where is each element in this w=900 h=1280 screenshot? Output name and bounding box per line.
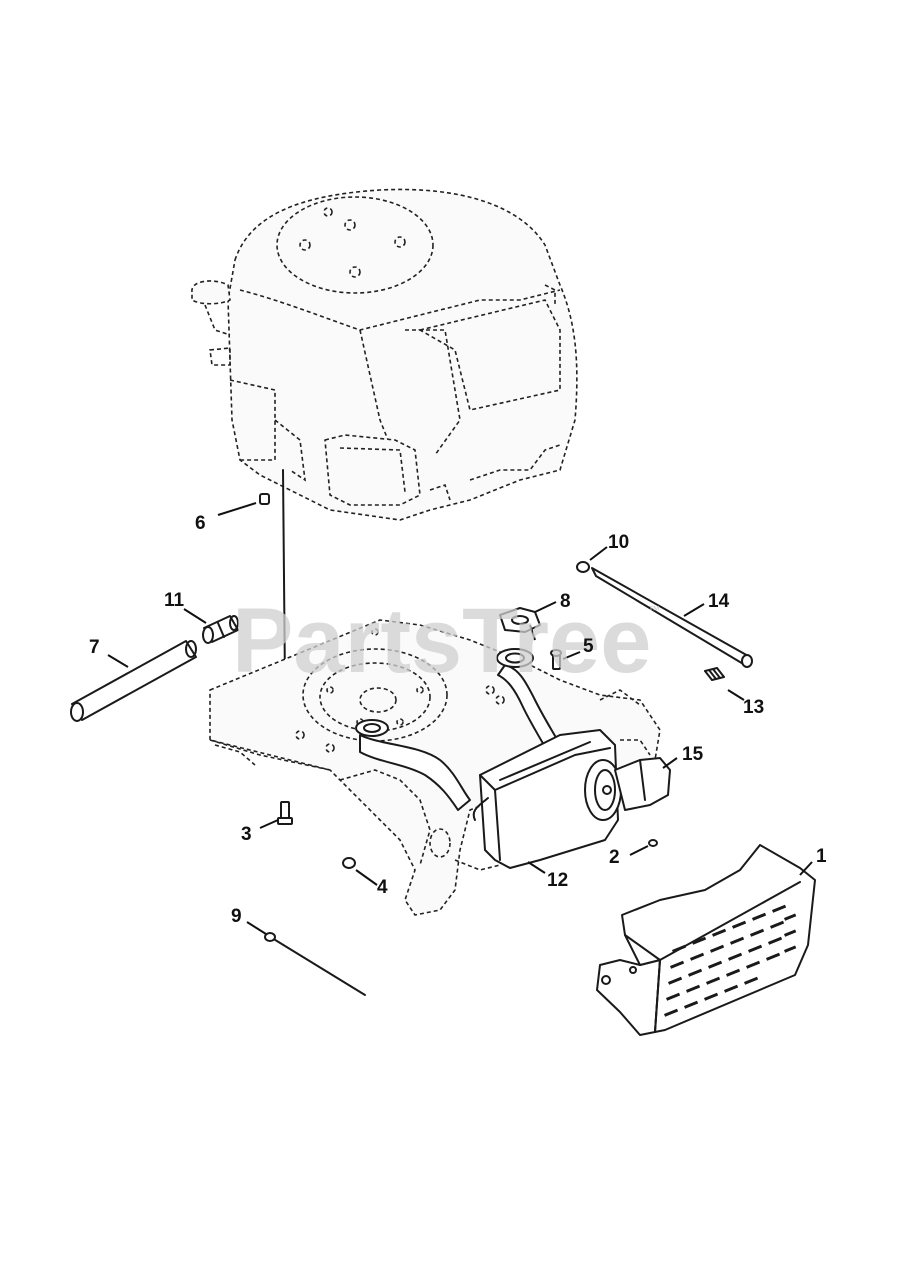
callout-15: 15 (682, 744, 704, 765)
callout-2: 2 (609, 847, 620, 868)
callout-1: 1 (816, 846, 827, 867)
bolt-3 (277, 801, 293, 825)
engine-outline (191, 188, 578, 521)
callout-7: 7 (89, 637, 100, 658)
muffler (472, 729, 619, 869)
muffler-guard (596, 844, 816, 1036)
hex-nut-6 (259, 493, 270, 505)
callout-8: 8 (560, 591, 571, 612)
leader-lines (107, 502, 813, 935)
cable-tie-9 (264, 932, 366, 996)
callout-labels: 6 10 14 11 7 8 5 13 15 3 4 12 2 1 9 (89, 513, 827, 927)
callout-12: 12 (547, 870, 568, 891)
rod-14 (591, 567, 753, 668)
watermark-trademark: ™ (648, 603, 660, 617)
dipstick-tube (282, 469, 286, 686)
partstree-watermark: PartsTree (232, 590, 651, 692)
nut-10 (576, 561, 590, 573)
spark-arrestor (584, 757, 671, 821)
callout-13: 13 (743, 697, 764, 718)
callout-6: 6 (195, 513, 206, 534)
spring-13 (704, 667, 725, 681)
exhaust-pipe-left (355, 719, 471, 811)
exhaust-pipe-right (496, 648, 561, 753)
callout-9: 9 (231, 906, 242, 927)
callout-3: 3 (241, 824, 252, 845)
guard-vent-slots (664, 904, 797, 1017)
callout-11: 11 (164, 590, 185, 611)
callout-5: 5 (583, 636, 594, 657)
nut-4 (342, 857, 356, 869)
callout-14: 14 (708, 591, 730, 612)
bolt-5 (550, 649, 562, 670)
tube-7 (70, 640, 197, 722)
callout-4: 4 (377, 877, 388, 898)
fitting-11 (202, 615, 239, 644)
callout-10: 10 (608, 532, 629, 553)
screw-2 (648, 839, 658, 847)
